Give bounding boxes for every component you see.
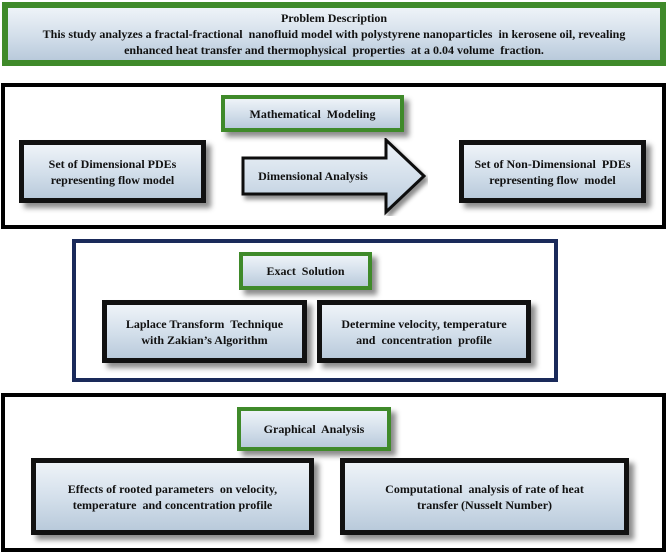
graphical-analysis-title: Graphical Analysis [237,407,391,451]
problem-title: Problem Description [280,11,388,25]
non-dimensional-pdes-box: Set of Non-Dimensional PDEs representing… [459,140,646,203]
problem-text-line2: enhanced heat transfer and thermophysica… [124,43,544,57]
laplace-transform-box: Laplace Transform Technique with Zakian’… [102,300,307,363]
problem-text-line1: This study analyzes a fractal-fractional… [42,27,626,41]
rooted-parameters-effects-box: Effects of rooted parameters on velocity… [31,458,314,535]
exact-solution-title: Exact Solution [239,252,372,290]
dimensional-analysis-label: Dimensional Analysis [258,169,368,183]
mathematical-modeling-title: Mathematical Modeling [221,95,404,132]
dimensional-analysis-arrow [241,138,427,216]
problem-description-box: Problem Description This study analyzes … [2,2,666,66]
determine-profiles-box: Determine velocity, temperature and conc… [317,300,531,363]
nusselt-number-analysis-box: Computational analysis of rate of heat t… [340,458,629,535]
dimensional-pdes-box: Set of Dimensional PDEs representing flo… [19,140,206,203]
